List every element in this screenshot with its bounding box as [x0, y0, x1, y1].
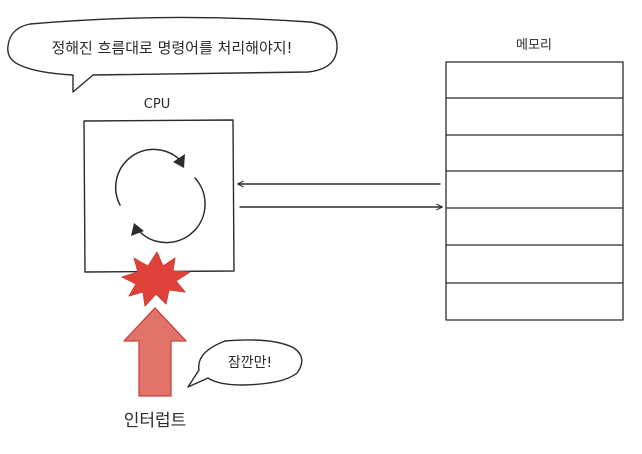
interrupt-label: 인터럽트 [124, 411, 187, 431]
cycle-arrowhead-top [173, 154, 185, 168]
cpu-box-outline [83, 119, 235, 273]
cycle-icon [114, 148, 206, 244]
cycle-arc-bottom [137, 177, 206, 244]
interrupt-speech-text: 잠깐만! [228, 355, 272, 371]
cpu-speech-bubble-outline [7, 16, 338, 93]
cycle-arrowhead-bottom [131, 223, 144, 236]
interrupt-arrow [123, 307, 187, 397]
memory-block [445, 61, 624, 321]
cpu-box [83, 119, 235, 273]
interrupt-speech-outline [187, 339, 303, 388]
memory-label: 메모리 [516, 38, 552, 53]
cycle-arc-top [114, 148, 181, 206]
cpu-speech-text: 정해진 흐름대로 명령어를 처리해야지! [51, 39, 292, 57]
cpu-speech-bubble: 정해진 흐름대로 명령어를 처리해야지! [7, 16, 338, 93]
interrupt-burst-icon [121, 251, 191, 307]
cpu-label: CPU [144, 97, 170, 112]
memory-outline [445, 61, 624, 321]
interrupt-speech-bubble: 잠깐만! [187, 339, 303, 388]
